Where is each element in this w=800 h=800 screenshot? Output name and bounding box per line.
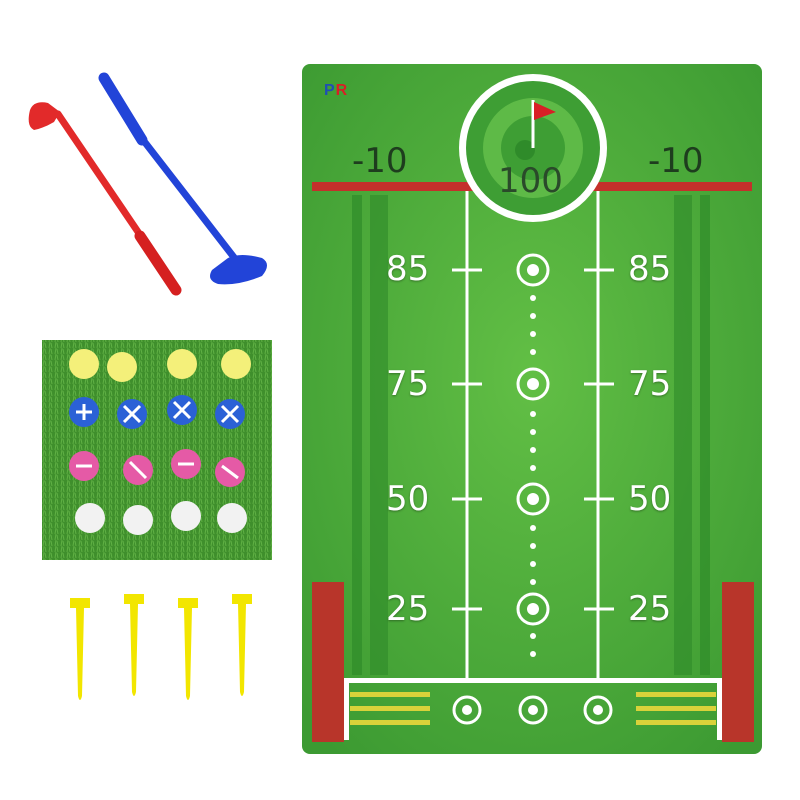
target-rings xyxy=(516,253,550,626)
left-penalty-label: -10 xyxy=(352,141,408,181)
score-25-left: 25 xyxy=(386,589,430,629)
stake xyxy=(70,598,90,700)
white-balls xyxy=(75,501,247,535)
hole-target xyxy=(459,74,607,222)
blue-balls xyxy=(69,395,245,429)
stake xyxy=(178,598,198,700)
red-golf-club xyxy=(28,102,182,296)
score-85-left: 85 xyxy=(386,249,430,289)
brand-logo-r: R xyxy=(335,82,349,99)
hole-score-label: 100 xyxy=(498,161,563,201)
brand-logo-p: P xyxy=(324,82,336,99)
score-85-right: 85 xyxy=(628,249,672,289)
blue-golf-club xyxy=(98,72,267,285)
stake xyxy=(124,594,144,696)
center-dot-line xyxy=(530,295,536,657)
score-50-left: 50 xyxy=(386,479,430,519)
left-red-block xyxy=(312,582,344,742)
right-red-block xyxy=(722,582,754,742)
score-75-left: 75 xyxy=(386,364,430,404)
ground-stakes xyxy=(70,594,252,700)
stake xyxy=(232,594,252,696)
yellow-balls xyxy=(69,349,251,382)
score-75-right: 75 xyxy=(628,364,672,404)
ball-tray xyxy=(42,340,272,560)
brand-logo: PR xyxy=(324,82,348,100)
pink-balls xyxy=(69,449,245,487)
golf-mat xyxy=(302,64,762,754)
score-50-right: 50 xyxy=(628,479,672,519)
flag-icon xyxy=(534,102,556,120)
tick-marks xyxy=(452,268,614,611)
right-penalty-label: -10 xyxy=(648,141,704,181)
tee-area xyxy=(344,678,722,740)
score-25-right: 25 xyxy=(628,589,672,629)
